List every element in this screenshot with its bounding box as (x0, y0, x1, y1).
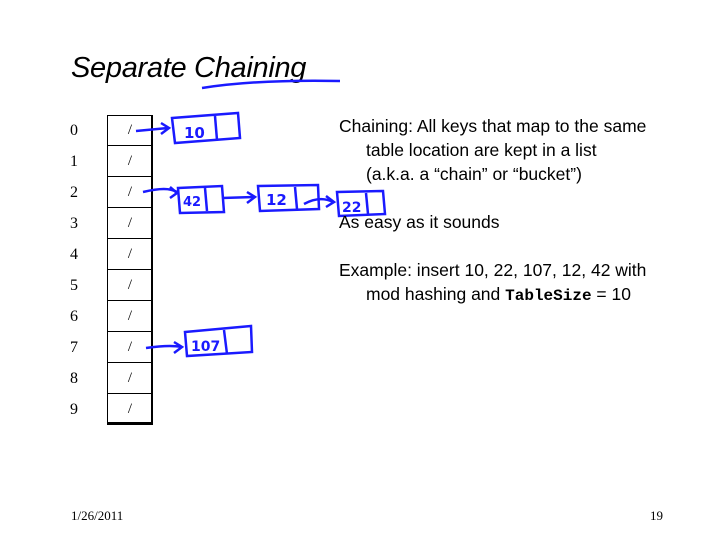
table-index-0: 0 (70, 122, 78, 139)
table-cell-1: / (107, 146, 153, 177)
table-cell-4: / (107, 239, 153, 270)
table-cell-6: / (107, 301, 153, 332)
chaining-line-2: table location are kept in a list (366, 140, 597, 160)
table-cell-8: / (107, 363, 153, 394)
example-line-2: mod hashing and TableSize = 10 (339, 282, 709, 308)
table-index-9: 9 (70, 401, 78, 418)
chain-row-7: 107 (145, 324, 254, 358)
table-index-3: 3 (70, 215, 78, 232)
node-22-label: 22 (342, 200, 361, 216)
chain-row-0: 10 (135, 111, 242, 145)
tablesize-code: TableSize (505, 287, 592, 305)
chaining-line-1: Chaining: All keys that map to the same (339, 116, 647, 136)
table-index-4: 4 (70, 246, 78, 263)
paragraph-chaining: Chaining: All keys that map to the same … (339, 114, 709, 186)
example-text-pre: mod hashing and (366, 284, 506, 304)
paragraph-easy: As easy as it sounds (339, 210, 709, 234)
table-frame (107, 115, 153, 425)
page-number: 19 (650, 508, 663, 523)
table-cell-2: / (107, 177, 153, 208)
example-line-1: Example: insert 10, 22, 107, 12, 42 with (339, 260, 647, 280)
table-index-8: 8 (70, 370, 78, 387)
table-index-7: 7 (70, 339, 78, 356)
easy-line: As easy as it sounds (339, 212, 500, 232)
node-107-label: 107 (191, 339, 220, 355)
example-text-post: = 10 (591, 284, 631, 304)
footer-date: 1/26/2011 (71, 508, 124, 523)
table-cell-7: / (107, 332, 153, 363)
paragraph-example: Example: insert 10, 22, 107, 12, 42 with… (339, 258, 709, 308)
node-42-label: 42 (183, 195, 201, 210)
slide-body: Chaining: All keys that map to the same … (339, 114, 709, 332)
table-cell-5: / (107, 270, 153, 301)
table-index-5: 5 (70, 277, 78, 294)
table-index-1: 1 (70, 153, 78, 170)
table-cell-9: / (127, 401, 133, 417)
table-cell-3: / (107, 208, 153, 239)
table-cell-0: / (107, 115, 153, 146)
table-index-2: 2 (70, 184, 78, 201)
title-underline (201, 79, 341, 90)
table-index-6: 6 (70, 308, 78, 325)
node-12-label: 12 (266, 191, 287, 209)
chaining-line-3: (a.k.a. a “chain” or “bucket”) (366, 164, 582, 184)
slide-title: Separate Chaining (71, 52, 307, 84)
node-10-label: 10 (184, 124, 205, 142)
chain-row-2: 42 12 22 (142, 183, 387, 218)
